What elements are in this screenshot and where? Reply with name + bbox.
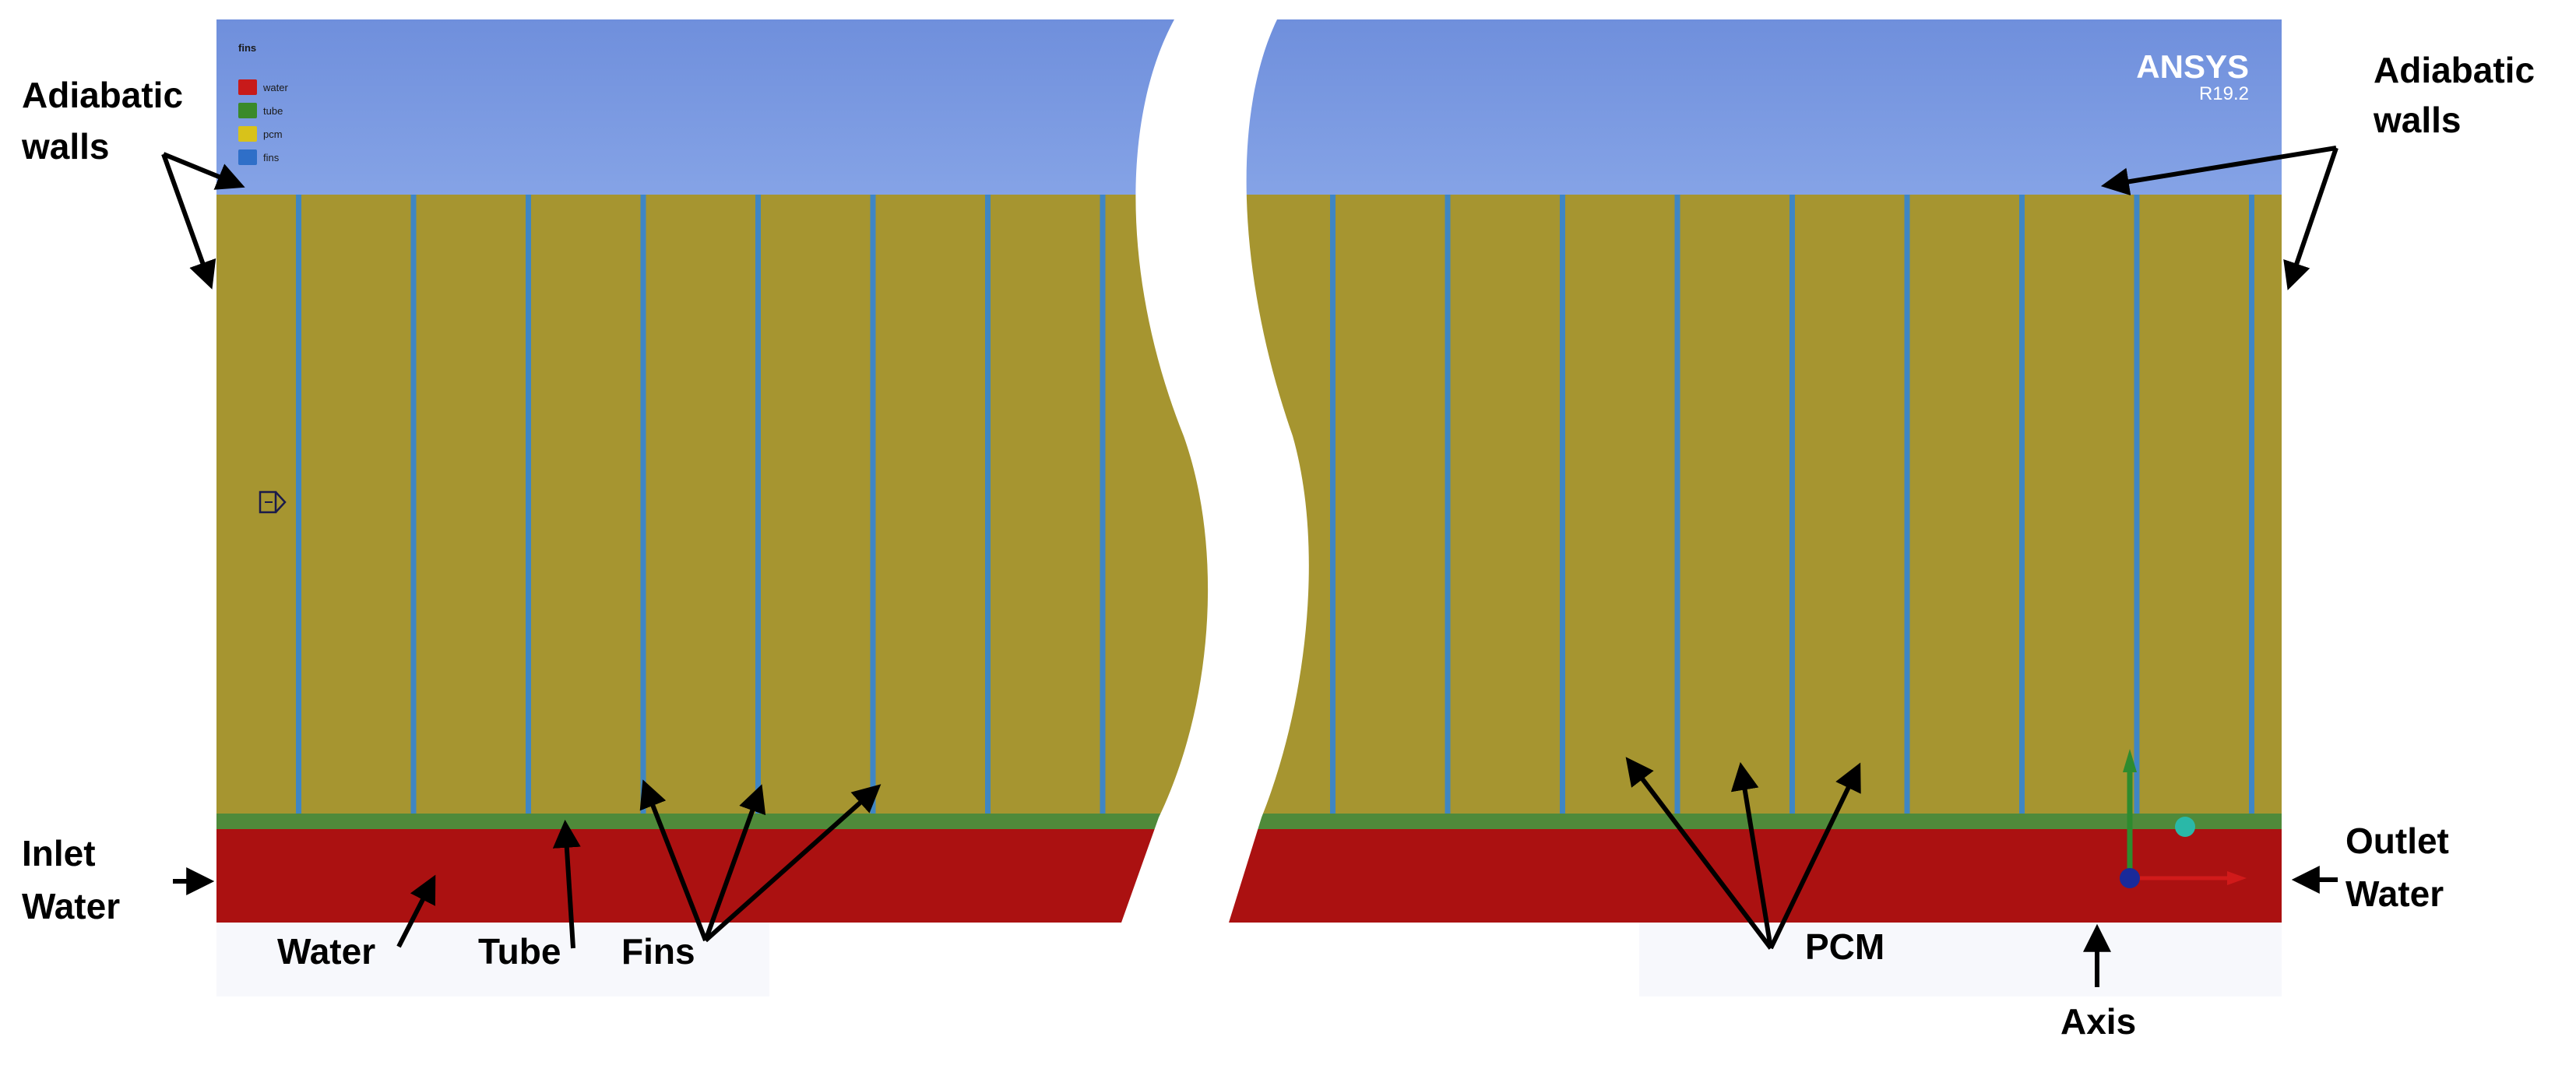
ansys-version: R19.2 xyxy=(2199,83,2249,104)
fins-group-left xyxy=(296,195,1106,814)
fin-right-2 xyxy=(1445,195,1451,814)
tube-wall-left xyxy=(216,814,1209,829)
fin-right-1 xyxy=(1330,195,1336,814)
arrow-fins-1 xyxy=(639,779,708,942)
arrow-pcm-1 xyxy=(1625,757,1773,950)
label-adiabatic-right-line2: walls xyxy=(2373,100,2462,140)
arrow-fins-3 xyxy=(704,784,882,943)
label-water: Water xyxy=(277,931,375,972)
legend-item-pcm: pcm xyxy=(238,126,283,142)
arrow-fins-2 xyxy=(703,784,766,942)
label-outlet-line1: Outlet xyxy=(2345,821,2449,861)
fin-left-5 xyxy=(755,195,761,814)
probe-icon xyxy=(259,490,287,514)
fin-left-6 xyxy=(870,195,876,814)
fin-right-4 xyxy=(1674,195,1680,814)
pcm-region-left xyxy=(216,195,1209,814)
arrow-tube xyxy=(552,819,581,949)
legend-label-fins: fins xyxy=(263,152,280,163)
label-adiabatic-right-line1: Adiabatic xyxy=(2374,50,2535,90)
fin-right-8 xyxy=(2134,195,2140,814)
fin-left-8 xyxy=(1100,195,1106,814)
annotation-arrows xyxy=(161,146,2338,987)
annotation-inlet: Inlet Water xyxy=(22,833,120,926)
fin-right-3 xyxy=(1560,195,1565,814)
ansys-logo: ANSYS R19.2 xyxy=(2136,48,2249,104)
legend-item-fins: fins xyxy=(238,149,280,165)
arrow-adiabatic-right-top xyxy=(2100,146,2337,196)
fin-left-4 xyxy=(640,195,646,814)
ansys-brand: ANSYS xyxy=(2136,48,2249,85)
annotation-adiabatic-right: Adiabatic walls xyxy=(2373,50,2535,140)
fin-right-6 xyxy=(1904,195,1910,814)
legend-swatch-fins xyxy=(238,149,257,165)
arrow-pcm-3 xyxy=(1768,762,1861,950)
left-section xyxy=(216,19,1209,923)
legend-label-pcm: pcm xyxy=(263,128,283,140)
legend-item-tube: tube xyxy=(238,103,283,118)
label-adiabatic-left-line2: walls xyxy=(21,126,110,167)
fin-right-7 xyxy=(2019,195,2025,814)
axis-triad-icon xyxy=(2120,749,2247,888)
pcm-region-right xyxy=(1229,195,2282,814)
label-pcm: PCM xyxy=(1805,926,1884,967)
fin-right-5 xyxy=(1789,195,1795,814)
annotation-adiabatic-left: Adiabatic walls xyxy=(21,75,183,167)
legend-swatch-tube xyxy=(238,103,257,118)
label-outlet-line2: Water xyxy=(2345,873,2444,914)
legend-item-water: water xyxy=(238,79,288,95)
arrow-adiabatic-right-side xyxy=(2283,147,2338,290)
fin-left-1 xyxy=(296,195,301,814)
sky-background-right xyxy=(1229,19,2282,195)
legend-title: fins xyxy=(238,42,256,54)
label-fins: Fins xyxy=(621,931,695,972)
right-section xyxy=(1229,19,2282,923)
tube-wall-right xyxy=(1229,814,2282,829)
legend: fins water tube pcm fins xyxy=(238,42,288,165)
label-tube: Tube xyxy=(478,931,561,972)
legend-swatch-pcm xyxy=(238,126,257,142)
annotation-outlet: Outlet Water xyxy=(2345,821,2449,914)
fin-left-7 xyxy=(985,195,991,814)
label-inlet-line1: Inlet xyxy=(22,833,96,873)
sky-background-left xyxy=(216,19,1209,195)
fins-group-right xyxy=(1330,195,2254,814)
legend-swatch-water xyxy=(238,79,257,95)
water-channel-left xyxy=(216,829,1209,923)
fin-right-9 xyxy=(2249,195,2254,814)
arrow-water xyxy=(396,874,436,948)
viewport-base-strip-right xyxy=(1639,923,2282,996)
label-adiabatic-left-line1: Adiabatic xyxy=(22,75,183,115)
legend-label-water: water xyxy=(262,82,288,93)
label-axis: Axis xyxy=(2060,1001,2136,1042)
viewport-base-strip-left xyxy=(216,923,769,996)
legend-label-tube: tube xyxy=(263,105,283,117)
arrow-pcm-2 xyxy=(1730,761,1773,949)
fin-left-2 xyxy=(410,195,417,814)
arrow-adiabatic-left-side xyxy=(161,153,216,290)
arrow-adiabatic-left-top xyxy=(162,152,245,190)
fin-left-3 xyxy=(526,195,531,814)
label-inlet-line2: Water xyxy=(22,886,120,926)
